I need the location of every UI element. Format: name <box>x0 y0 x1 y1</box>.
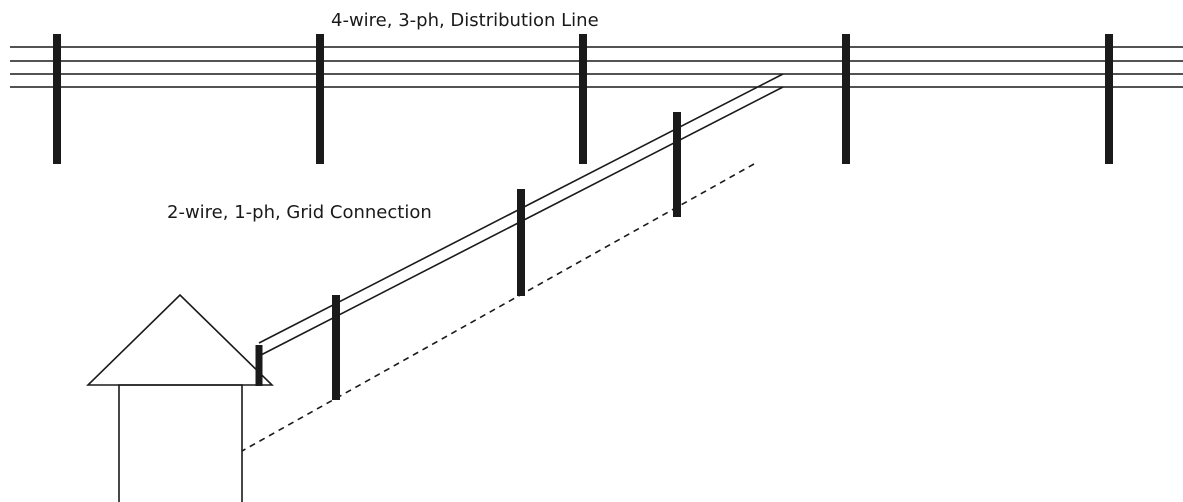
house-roof <box>86 293 274 386</box>
house-walls <box>118 384 243 502</box>
distribution-poles <box>53 34 1113 164</box>
house <box>86 293 274 502</box>
ground-projection-line <box>241 163 755 452</box>
grid-connection-label: 2-wire, 1-ph, Grid Connection <box>167 202 432 223</box>
distribution-wires <box>10 46 1183 88</box>
service-poles <box>332 112 681 400</box>
distribution-line-label: 4-wire, 3-ph, Distribution Line <box>331 10 599 31</box>
